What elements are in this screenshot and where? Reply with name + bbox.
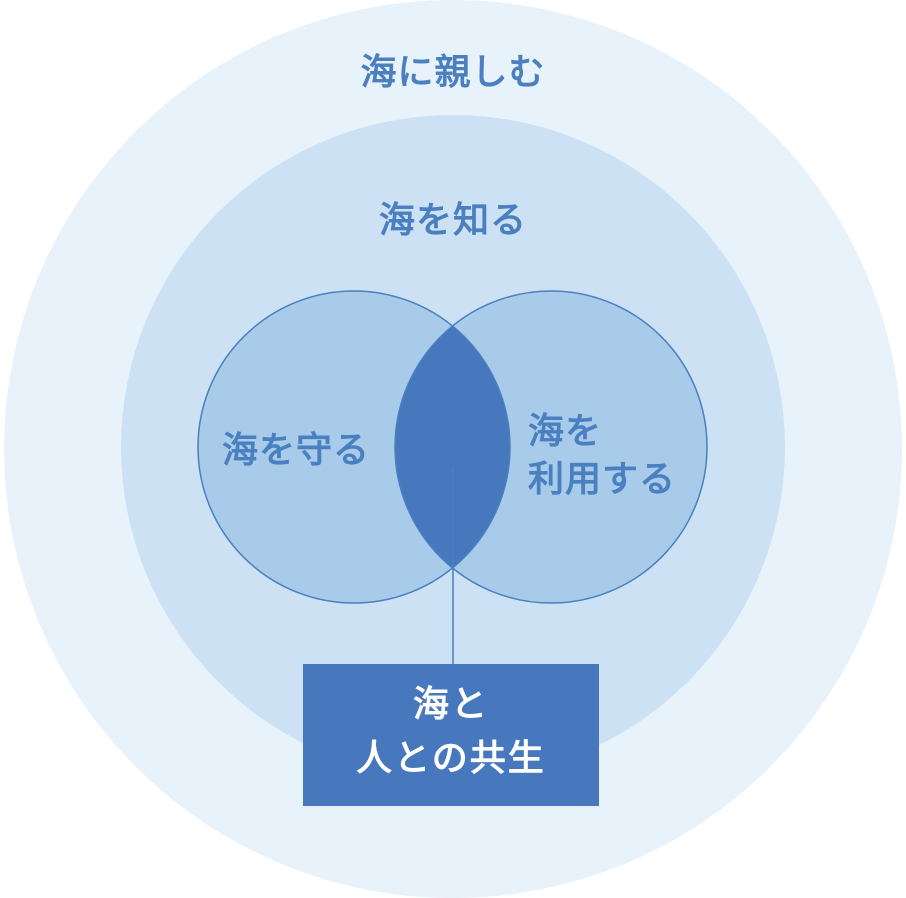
middle-circle-label: 海を知る [378, 200, 527, 241]
center-label-line2: 人との共生 [356, 738, 546, 779]
center-label: 海と 人との共生 [303, 678, 599, 786]
center-label-box: 海と 人との共生 [303, 664, 599, 806]
right-circle-label-line1: 海を [528, 411, 603, 452]
outer-circle-label: 海に親しむ [360, 52, 546, 93]
left-circle-outline [197, 290, 511, 604]
center-label-line1: 海と [412, 684, 489, 725]
intersection-lens [395, 291, 510, 603]
right-circle-label: 海を 利用する [528, 408, 676, 504]
right-circle-label-line2: 利用する [528, 459, 677, 500]
left-circle-label: 海を守る [222, 430, 371, 471]
right-circle-outline [394, 290, 708, 604]
